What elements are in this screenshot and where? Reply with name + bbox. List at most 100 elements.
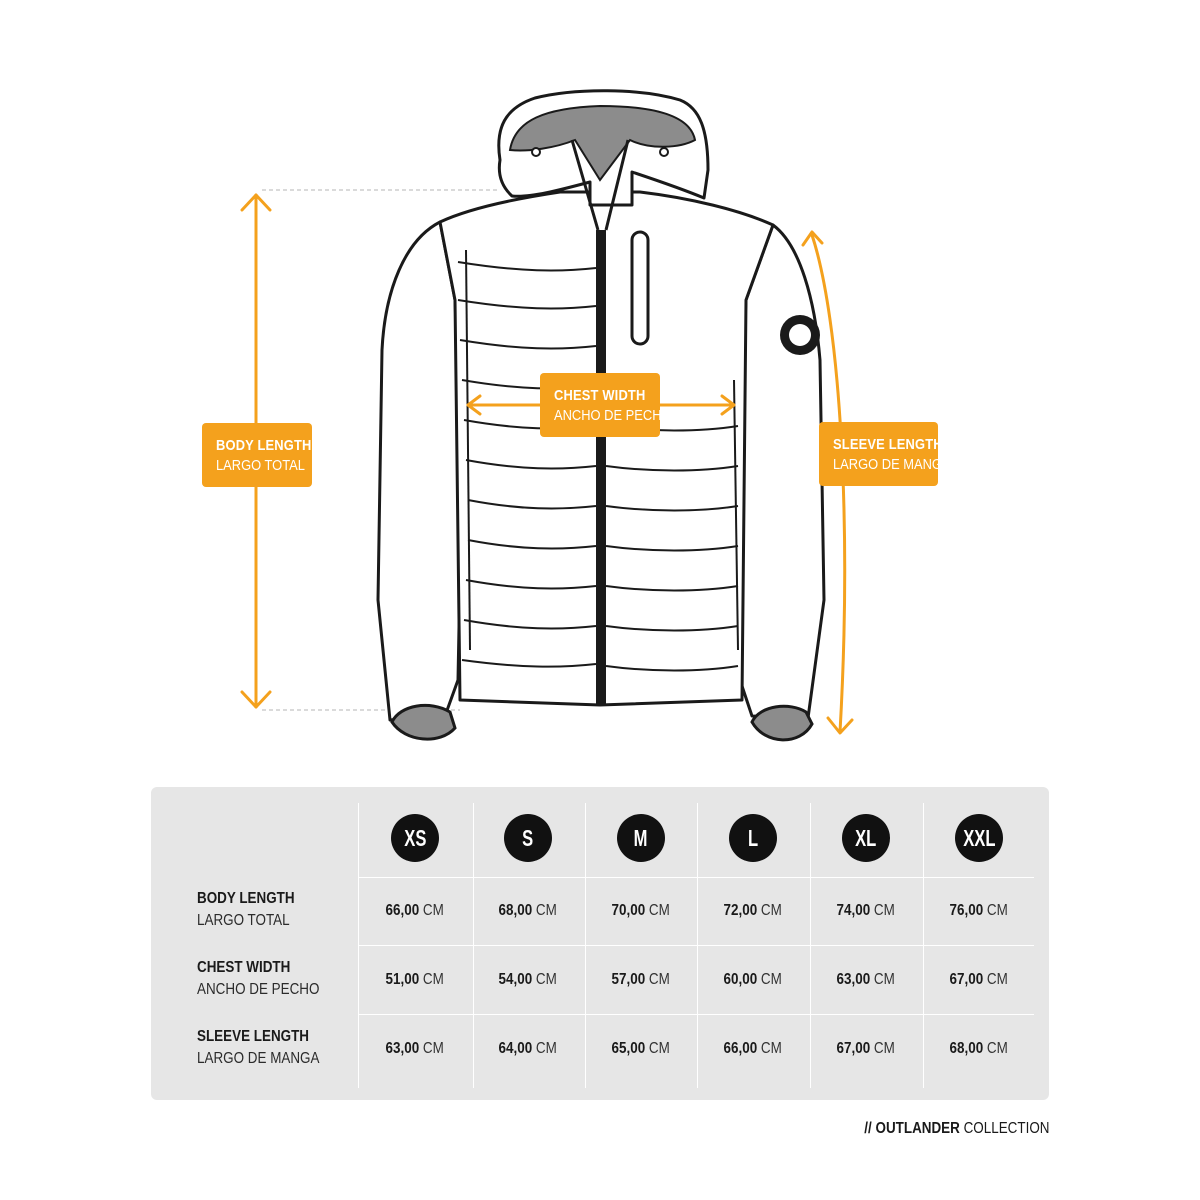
table-cell: 70,00 CM xyxy=(586,902,696,920)
cell-unit: CM xyxy=(761,902,783,919)
sleeve-length-callout-en: SLEEVE LENGTH xyxy=(833,435,943,453)
row-label-chest-width: CHEST WIDTH ANCHO DE PECHO xyxy=(197,959,347,999)
left-cuff xyxy=(390,703,457,741)
row-label-es: LARGO DE MANGA xyxy=(197,1050,320,1067)
table-cell: 63,00 CM xyxy=(811,971,921,989)
cell-unit: CM xyxy=(761,1040,783,1057)
row-label-en: CHEST WIDTH xyxy=(197,959,291,976)
cell-unit: CM xyxy=(987,1040,1009,1057)
table-cell: 63,00 CM xyxy=(360,1040,470,1058)
table-cell: 74,00 CM xyxy=(811,902,921,920)
chest-pocket xyxy=(630,230,650,346)
cell-value: 64,00 xyxy=(498,1040,533,1057)
collar-zip xyxy=(570,139,630,231)
hood-snap-right xyxy=(659,147,669,157)
sleeve-length-callout: SLEEVE LENGTH LARGO DE MANGA xyxy=(819,422,951,486)
row-label-sleeve-length: SLEEVE LENGTH LARGO DE MANGA xyxy=(197,1028,347,1068)
table-cell: 67,00 CM xyxy=(811,1040,921,1058)
cell-unit: CM xyxy=(874,902,896,919)
size-label: XL xyxy=(855,824,877,851)
row-label-en: SLEEVE LENGTH xyxy=(197,1028,310,1045)
row-divider xyxy=(358,877,1034,878)
size-label: S xyxy=(522,824,534,851)
cell-unit: CM xyxy=(423,902,445,919)
cell-value: 68,00 xyxy=(498,902,533,919)
table-cell: 57,00 CM xyxy=(586,971,696,989)
body-length-callout: BODY LENGTH LARGO TOTAL xyxy=(202,423,312,487)
cell-value: 70,00 xyxy=(611,902,646,919)
jacket-diagram xyxy=(240,89,854,742)
chest-width-callout-es: ANCHO DE PECHO xyxy=(554,406,672,424)
row-label-es: LARGO TOTAL xyxy=(197,912,290,929)
size-badge-l: L xyxy=(729,814,777,862)
table-cell: 68,00 CM xyxy=(924,1040,1034,1058)
cell-value: 65,00 xyxy=(611,1040,646,1057)
cell-unit: CM xyxy=(874,971,896,988)
size-table: XS S M L XL XXL BODY LENGTH LARGO TOTAL … xyxy=(151,787,1049,1100)
footer-brand: OUTLANDER xyxy=(875,1120,960,1137)
size-badge-xl: XL xyxy=(842,814,890,862)
left-sleeve xyxy=(376,220,464,722)
cell-value: 74,00 xyxy=(836,902,871,919)
size-badge-xs: XS xyxy=(391,814,439,862)
table-cell: 65,00 CM xyxy=(586,1040,696,1058)
footer-suffix: COLLECTION xyxy=(963,1120,1049,1137)
cell-value: 63,00 xyxy=(836,971,871,988)
cell-unit: CM xyxy=(536,971,558,988)
table-cell: 68,00 CM xyxy=(473,902,583,920)
table-cell: 51,00 CM xyxy=(360,971,470,989)
cell-unit: CM xyxy=(649,1040,671,1057)
cell-value: 68,00 xyxy=(949,1040,984,1057)
cell-unit: CM xyxy=(649,971,671,988)
cell-unit: CM xyxy=(536,1040,558,1057)
row-divider xyxy=(358,945,1034,946)
cell-unit: CM xyxy=(423,1040,445,1057)
torso xyxy=(438,190,775,707)
right-sleeve xyxy=(736,223,826,720)
row-divider xyxy=(358,1014,1034,1015)
cell-unit: CM xyxy=(536,902,558,919)
size-label: XS xyxy=(403,824,427,851)
table-cell: 72,00 CM xyxy=(698,902,808,920)
cell-unit: CM xyxy=(987,971,1009,988)
row-label-body-length: BODY LENGTH LARGO TOTAL xyxy=(197,890,347,930)
table-cell: 76,00 CM xyxy=(924,902,1034,920)
sleeve-length-callout-es: LARGO DE MANGA xyxy=(833,455,951,473)
cell-value: 60,00 xyxy=(723,971,758,988)
size-label: M xyxy=(634,824,648,851)
size-badge-xxl: XXL xyxy=(955,814,1003,862)
zipper xyxy=(596,230,606,704)
chest-width-callout: CHEST WIDTH ANCHO DE PECHO xyxy=(540,373,672,437)
cell-value: 57,00 xyxy=(611,971,646,988)
hood-lining xyxy=(508,104,697,182)
table-cell: 64,00 CM xyxy=(473,1040,583,1058)
collection-footer: // OUTLANDER COLLECTION xyxy=(829,1120,1049,1138)
table-cell: 60,00 CM xyxy=(698,971,808,989)
size-label: L xyxy=(747,824,759,851)
cell-value: 54,00 xyxy=(498,971,533,988)
size-badge-m: M xyxy=(617,814,665,862)
cell-value: 66,00 xyxy=(385,902,420,919)
chest-width-callout-en: CHEST WIDTH xyxy=(554,386,646,404)
cell-value: 63,00 xyxy=(385,1040,420,1057)
body-length-callout-es: LARGO TOTAL xyxy=(216,456,305,474)
cell-value: 72,00 xyxy=(723,902,758,919)
cell-unit: CM xyxy=(761,971,783,988)
cell-value: 67,00 xyxy=(949,971,984,988)
row-label-es: ANCHO DE PECHO xyxy=(197,981,320,998)
cell-unit: CM xyxy=(649,902,671,919)
cell-value: 67,00 xyxy=(836,1040,871,1057)
size-label: XXL xyxy=(962,824,996,851)
cell-value: 51,00 xyxy=(385,971,420,988)
cell-unit: CM xyxy=(423,971,445,988)
size-badge-s: S xyxy=(504,814,552,862)
cell-unit: CM xyxy=(987,902,1009,919)
right-cuff xyxy=(750,704,814,742)
cell-unit: CM xyxy=(874,1040,896,1057)
cell-value: 66,00 xyxy=(723,1040,758,1057)
table-cell: 66,00 CM xyxy=(360,902,470,920)
row-label-en: BODY LENGTH xyxy=(197,890,295,907)
hood-snap-left xyxy=(531,147,541,157)
cell-value: 76,00 xyxy=(949,902,984,919)
footer-prefix: // xyxy=(863,1120,872,1137)
